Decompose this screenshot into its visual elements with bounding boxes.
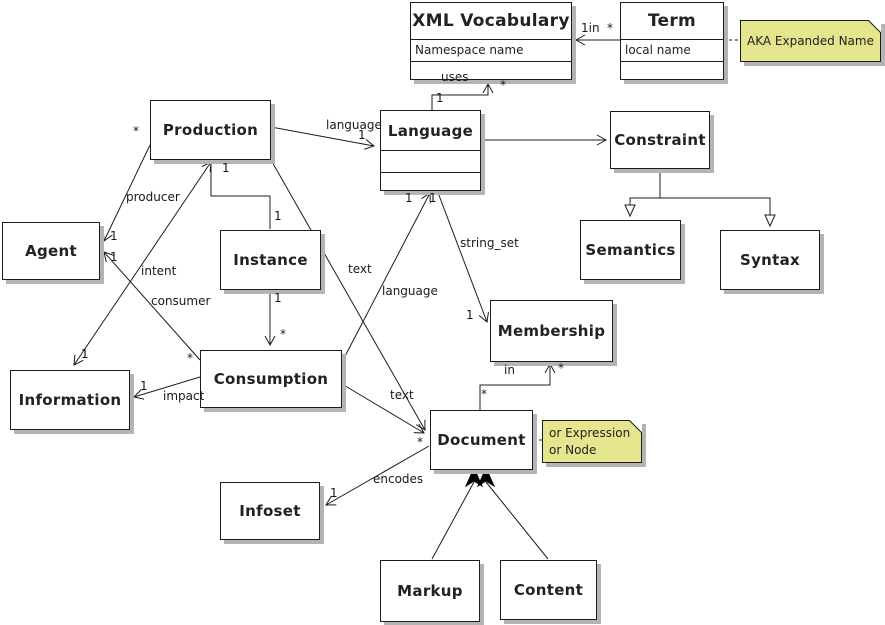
- edge-consumption-language[interactable]: [341, 192, 431, 363]
- class-name: Infoset: [239, 502, 301, 520]
- operations-compartment: [621, 61, 723, 79]
- multiplicity-term-in: *: [607, 21, 613, 35]
- multiplicity-uses-language: 1: [436, 91, 444, 105]
- edge-language-string-set-membership[interactable]: [436, 189, 489, 323]
- class-attribute: Namespace name: [411, 39, 571, 61]
- edge-document-content[interactable]: [485, 481, 549, 560]
- label-producer: producer: [126, 190, 180, 204]
- class-infoset[interactable]: Infoset: [220, 482, 320, 540]
- label-intent: intent: [141, 264, 177, 278]
- multiplicity-in-document: *: [481, 387, 487, 401]
- label-production-language: language: [326, 118, 382, 132]
- multiplicity-production-language: 1: [358, 128, 366, 142]
- class-name: Document: [437, 431, 526, 449]
- class-name: Syntax: [739, 251, 801, 269]
- label-term-in: 1in: [581, 21, 600, 35]
- note-text-line2: or Node: [549, 443, 597, 458]
- label-impact: impact: [163, 389, 205, 403]
- class-syntax[interactable]: Syntax: [720, 230, 820, 290]
- class-name: XML Vocabulary: [412, 11, 570, 31]
- class-name: Term: [647, 11, 697, 31]
- class-instance[interactable]: Instance: [220, 230, 321, 290]
- label-consumer: consumer: [151, 294, 211, 308]
- class-information[interactable]: Information: [10, 370, 130, 430]
- edge-production-instance[interactable]: [210, 162, 271, 229]
- label-text-production: text: [348, 262, 372, 276]
- class-name: Constraint: [614, 131, 706, 149]
- label-text-consumption: text: [390, 388, 414, 402]
- multiplicity-consumer-consumption: *: [187, 351, 193, 365]
- label-uses: uses: [441, 70, 469, 84]
- composition-arrowhead-markup: [464, 466, 484, 488]
- class-name: Agent: [25, 242, 77, 260]
- edge-production-intent-information[interactable]: [73, 161, 212, 366]
- multiplicity-instance-consumption-top: 1: [274, 291, 282, 305]
- class-membership[interactable]: Membership: [490, 300, 613, 362]
- class-name: Information: [18, 391, 122, 409]
- label-encodes: encodes: [373, 472, 424, 486]
- note-text-line1: or Expression: [549, 426, 631, 440]
- multiplicity-encodes-document: *: [417, 435, 423, 449]
- class-xml-vocabulary[interactable]: XML Vocabulary Namespace name: [410, 2, 572, 80]
- class-constraint[interactable]: Constraint: [610, 111, 710, 169]
- label-consumption-language: language: [382, 284, 438, 298]
- operations-compartment: [411, 61, 571, 79]
- edge-production-text-document[interactable]: [270, 159, 426, 431]
- edge-document-encodes-infoset[interactable]: [325, 445, 430, 506]
- edge-consumption-text-document[interactable]: [341, 383, 425, 434]
- multiplicity-impact: 1: [140, 379, 148, 393]
- class-document[interactable]: Document: [430, 410, 533, 470]
- note-fold-icon: [868, 20, 881, 33]
- label-string-set: string_set: [460, 236, 519, 250]
- multiplicity-in-membership: *: [558, 361, 564, 375]
- class-attribute: local name: [621, 39, 723, 61]
- multiplicity-instance: 1: [274, 209, 282, 223]
- class-name: Membership: [497, 322, 606, 340]
- label-in: in: [504, 363, 515, 377]
- class-name: Content: [513, 581, 584, 599]
- class-content[interactable]: Content: [500, 560, 597, 620]
- class-term[interactable]: Term local name: [620, 2, 724, 80]
- edge-language-uses-xml-vocabulary[interactable]: [431, 82, 494, 110]
- class-name: Instance: [233, 251, 308, 269]
- multiplicity-encodes-infoset: 1: [330, 486, 338, 500]
- class-markup[interactable]: Markup: [380, 560, 480, 622]
- multiplicity-consumer-agent: 1: [110, 250, 118, 264]
- multiplicity-instance-consumption-bottom: *: [280, 327, 286, 341]
- multiplicity-production-bottom: 1: [222, 161, 230, 175]
- class-name: Semantics: [585, 241, 676, 259]
- operations-compartment: [381, 172, 480, 190]
- edge-constraint-syntax[interactable]: [660, 197, 776, 228]
- class-name: Production: [162, 121, 259, 139]
- note-text: AKA Expanded Name: [747, 34, 874, 48]
- note-or-expression-or-node[interactable]: or Expression or Node: [542, 420, 642, 463]
- multiplicity-producer-production: *: [133, 124, 139, 138]
- composition-arrowhead-content: [476, 466, 496, 488]
- class-agent[interactable]: Agent: [2, 222, 100, 280]
- multiplicity-uses-vocab: *: [500, 78, 506, 92]
- multiplicity-producer-agent: 1: [110, 229, 118, 243]
- multiplicity-string-set-language: 1: [429, 191, 437, 205]
- class-name: Language: [387, 121, 474, 140]
- edge-consumption-impact-information[interactable]: [133, 376, 201, 400]
- class-consumption[interactable]: Consumption: [200, 350, 342, 408]
- class-name: Markup: [397, 582, 463, 600]
- multiplicity-consumption-language: 1: [405, 191, 413, 205]
- class-language[interactable]: Language: [380, 110, 481, 191]
- attributes-compartment: [381, 150, 480, 172]
- multiplicity-string-set-membership: 1: [466, 308, 474, 322]
- note-aka-expanded-name[interactable]: AKA Expanded Name: [740, 20, 881, 62]
- class-name: Consumption: [213, 370, 329, 388]
- edge-document-in-membership[interactable]: [479, 362, 556, 410]
- note-fold-icon: [629, 420, 642, 433]
- edge-constraint-semantics[interactable]: [624, 170, 661, 218]
- multiplicity-intent-information: 1: [81, 347, 89, 361]
- edge-production-language[interactable]: [270, 126, 376, 150]
- edge-document-markup[interactable]: [431, 481, 475, 560]
- class-production[interactable]: Production: [150, 100, 271, 160]
- class-semantics[interactable]: Semantics: [580, 220, 681, 280]
